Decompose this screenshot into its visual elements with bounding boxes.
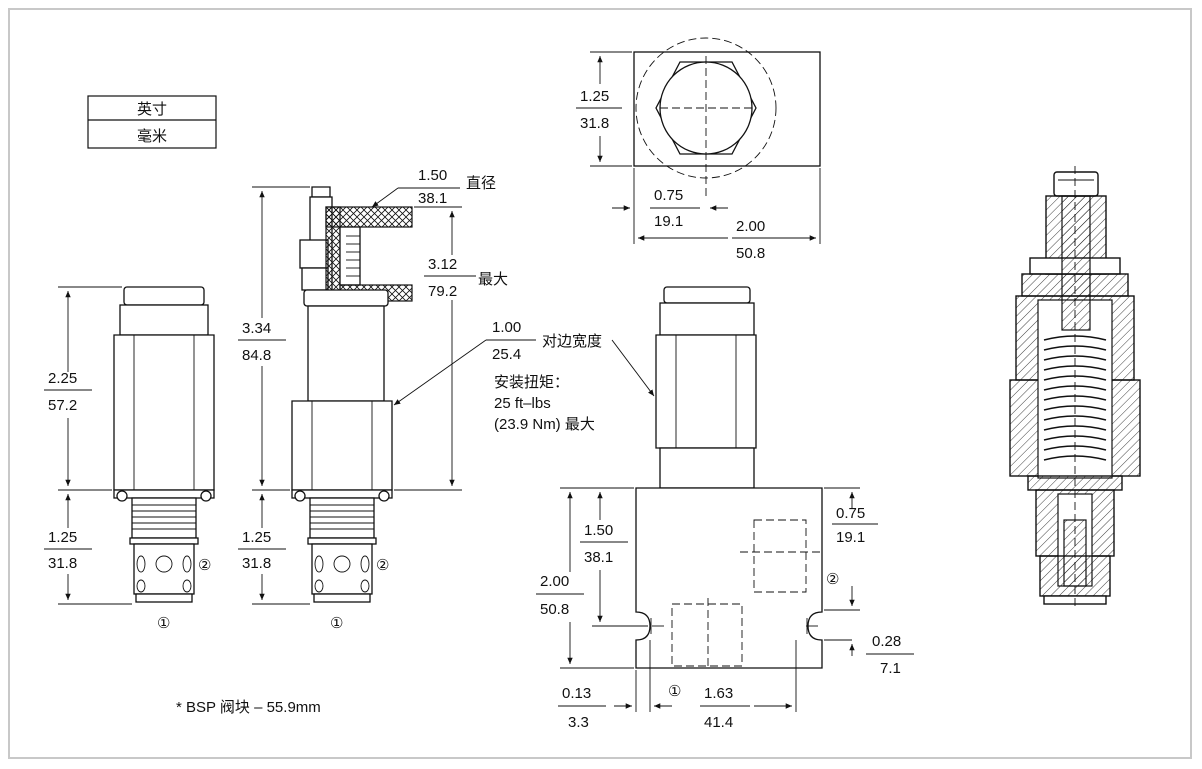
dim-adj-max-in: 3.12 [428, 256, 457, 273]
drawing-frame [8, 8, 1192, 759]
dim-mid-h-mm: 84.8 [242, 347, 271, 364]
dim-top-h-in: 1.25 [580, 88, 609, 105]
left-dims: 2.25 57.2 1.25 31.8 [44, 286, 132, 605]
dim-hex-in: 1.00 [492, 319, 521, 336]
dim-top-off-in: 0.75 [654, 187, 683, 204]
dim-blk-r-in: 0.75 [836, 505, 865, 522]
dim-mid-lower-mm: 31.8 [242, 555, 271, 572]
dim-left-lower-in: 1.25 [48, 529, 77, 546]
dim-blk-r-mm: 19.1 [836, 529, 865, 546]
dim-knob-dia-label: 直径 [466, 175, 496, 192]
dim-blk-h-in: 2.00 [540, 573, 569, 590]
dim-adj-max-mm: 79.2 [428, 283, 457, 300]
dim-hex-mm: 25.4 [492, 346, 521, 363]
dim-mid-lower-in: 1.25 [242, 529, 271, 546]
legend-inch: 英寸 [137, 100, 167, 118]
dim-left-h-in: 2.25 [48, 370, 77, 387]
dim-top-w-mm: 50.8 [736, 245, 765, 262]
block-top-view [633, 37, 821, 200]
dim-left-lower-mm: 31.8 [48, 555, 77, 572]
dim-hex-label: 对边宽度 [542, 333, 602, 350]
bsp-note: * BSP 阀块 – 55.9mm [176, 699, 321, 716]
dim-top-w-in: 2.00 [736, 218, 765, 235]
top-view-dims: 1.25 31.8 0.75 19.1 2.00 50.8 [576, 51, 821, 262]
torque-line-1: 安装扭矩： [494, 374, 569, 391]
dim-blk-span-in: 1.63 [704, 685, 733, 702]
dim-blk-span-mm: 41.4 [704, 714, 733, 731]
left-port-1: ① [157, 615, 170, 632]
block-front-view: ② ① [635, 286, 839, 700]
torque-line-2: 25 ft–lbs [494, 395, 551, 412]
dim-adj-max-label: 最大 [478, 271, 508, 288]
dim-blk-edge-mm: 3.3 [568, 714, 589, 731]
cartridge-section-view [1009, 166, 1141, 610]
dim-top-off-mm: 19.1 [654, 213, 683, 230]
dim-top-h-mm: 31.8 [580, 115, 609, 132]
block-dims: 2.00 50.8 1.50 38.1 0.75 19.1 0.28 7.1 0… [536, 487, 914, 731]
dim-blk-p2-mm: 38.1 [584, 549, 613, 566]
dim-blk-edge-in: 0.13 [562, 685, 591, 702]
dim-blk-p2-in: 1.50 [584, 522, 613, 539]
blk-port-2: ② [826, 571, 839, 588]
blk-port-1: ① [668, 683, 681, 700]
dim-blk-h-mm: 50.8 [540, 601, 569, 618]
dim-blk-hole-mm: 7.1 [880, 660, 901, 677]
mid-port-1: ① [330, 615, 343, 632]
dim-left-h-mm: 57.2 [48, 397, 77, 414]
left-port-2: ② [198, 557, 211, 574]
mid-port-2: ② [376, 557, 389, 574]
torque-line-3: (23.9 Nm) 最大 [494, 416, 595, 433]
cartridge-middle-view: ② ① [291, 186, 413, 632]
cartridge-left-view: ② ① [113, 286, 215, 632]
dim-blk-hole-in: 0.28 [872, 633, 901, 650]
dim-mid-h-in: 3.34 [242, 320, 271, 337]
dim-knob-dia-mm: 38.1 [418, 190, 447, 207]
units-legend: 英寸 毫米 [87, 95, 217, 149]
middle-dims: 3.34 84.8 1.25 31.8 1.50 38.1 直径 3.12 79… [238, 167, 655, 605]
legend-mm: 毫米 [137, 127, 167, 145]
dim-knob-dia-in: 1.50 [418, 167, 447, 184]
